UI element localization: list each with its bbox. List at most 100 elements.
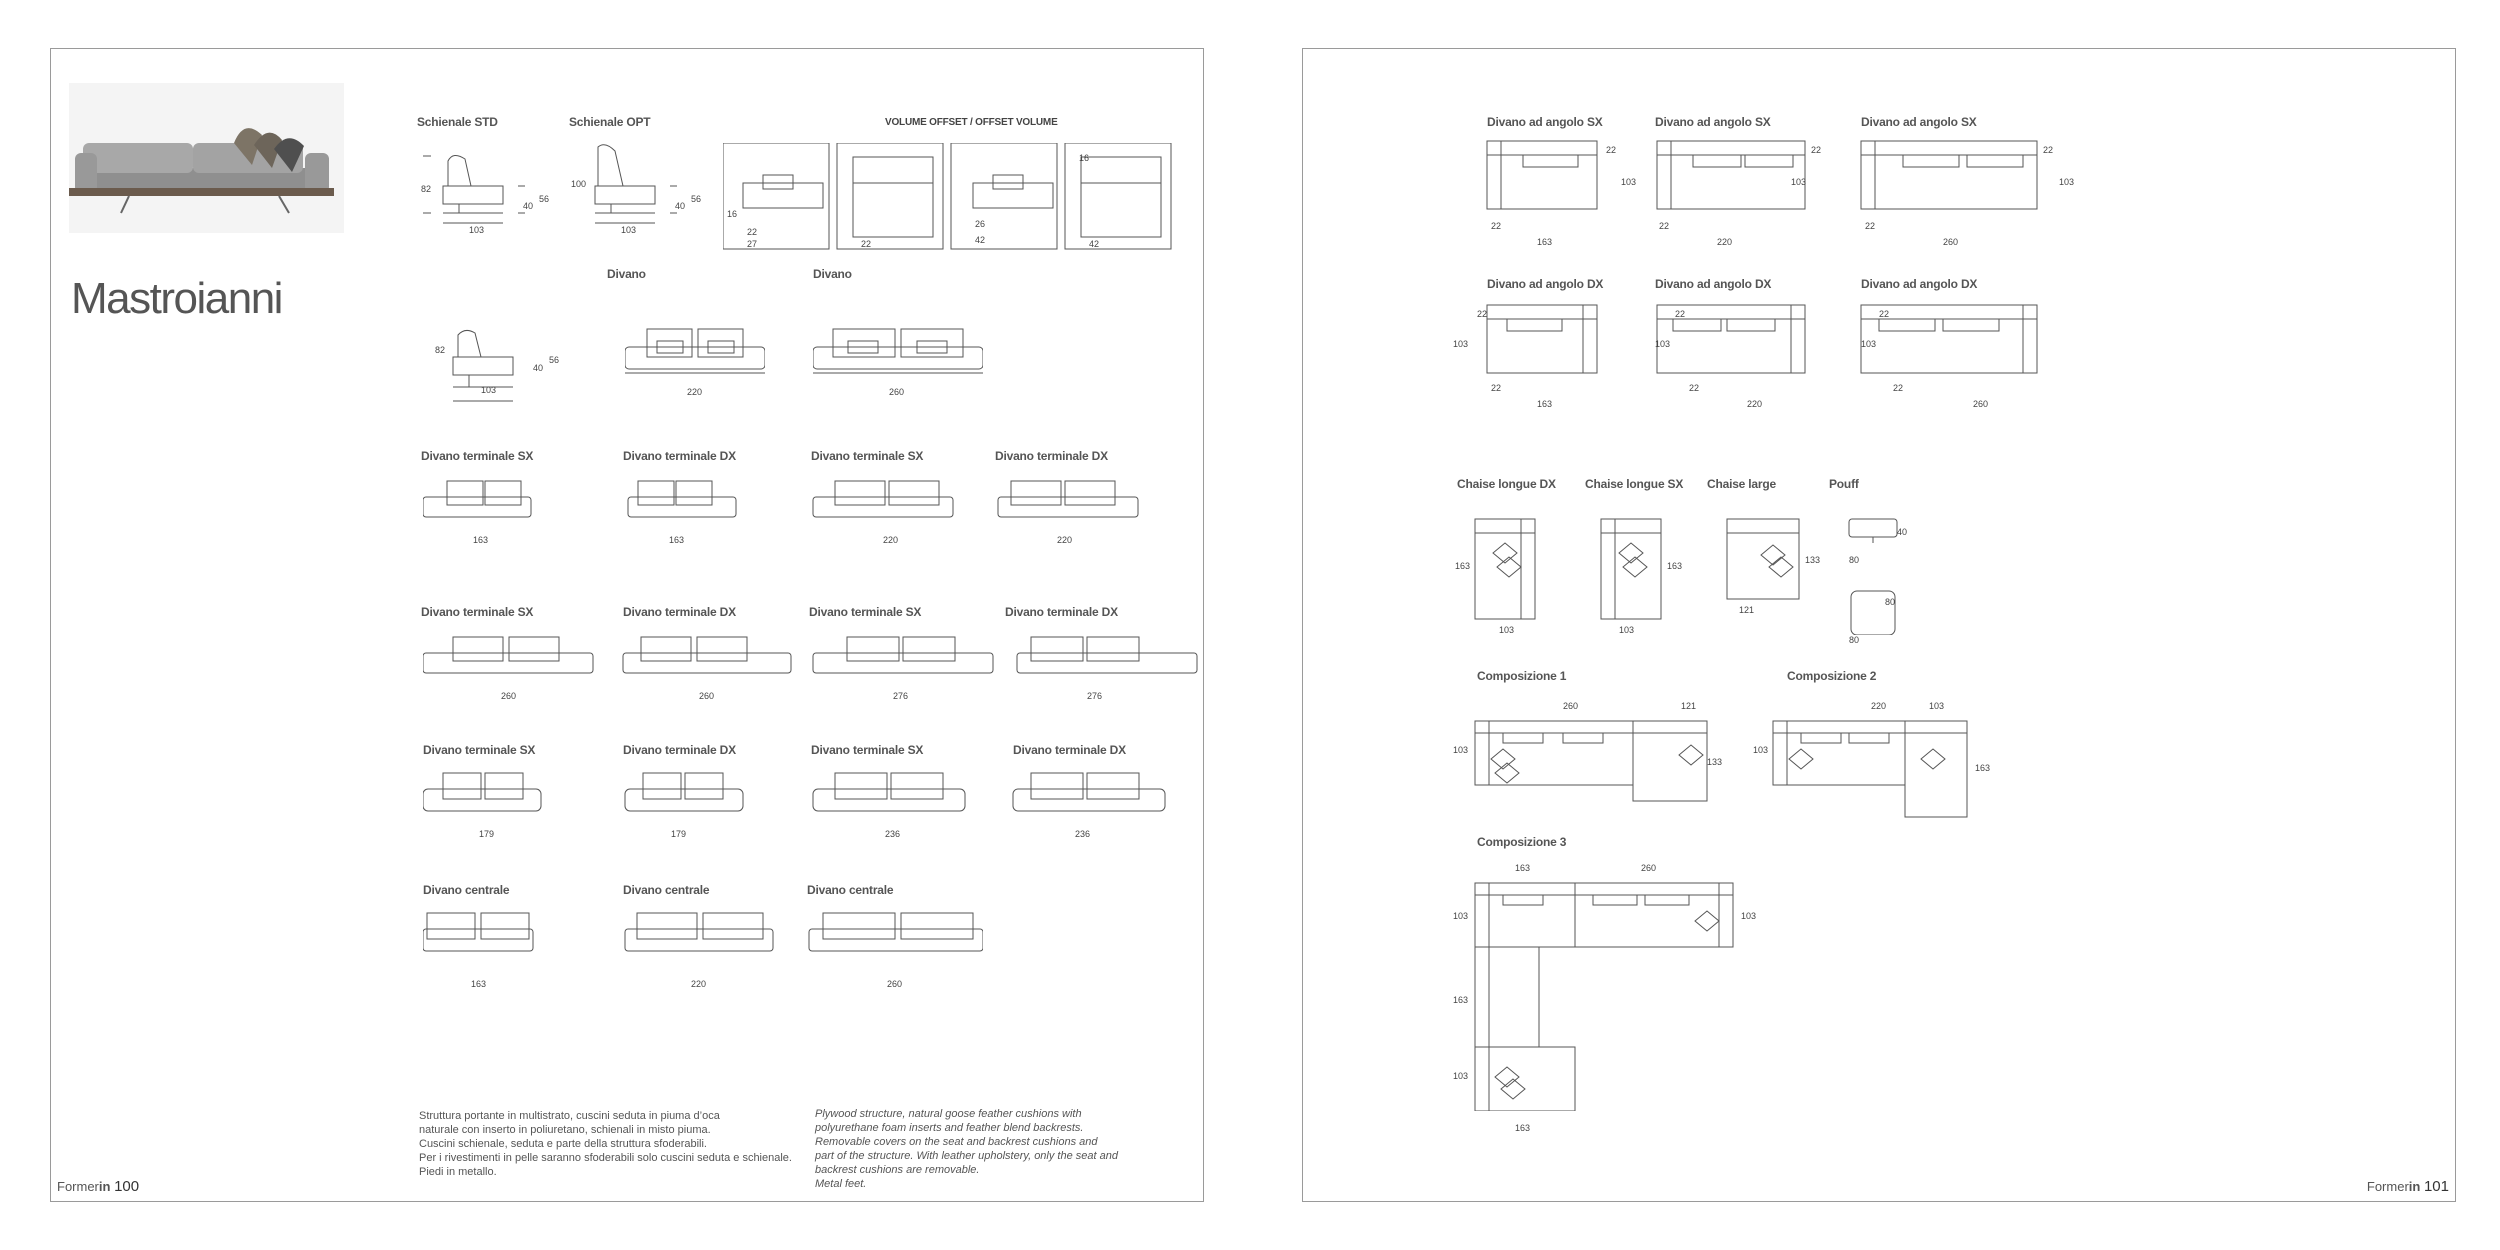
chaise-dx-depth: 163 <box>1455 561 1471 571</box>
opt-depth-dim: 103 <box>621 225 637 235</box>
angolo-sx-width-1: 163 <box>1537 237 1553 247</box>
opt-arm-dim: 56 <box>691 194 702 204</box>
comp2-drawing <box>1771 719 1981 819</box>
folio-left-number: 100 <box>114 1178 140 1195</box>
row2-label-2: Divano terminale DX <box>623 605 736 619</box>
angolo-dx-side-2: 22 <box>1689 383 1700 393</box>
volume-offset-drawings <box>723 143 1178 253</box>
vol-dim-3: 27 <box>747 239 758 249</box>
product-title: Mastroianni <box>71 274 283 324</box>
angolo-dx-label-2: Divano ad angolo DX <box>1655 277 1772 291</box>
angolo-dx-depth-3: 103 <box>1861 339 1877 349</box>
comp3-d1: 103 <box>1453 911 1469 921</box>
row1-width-2: 163 <box>669 535 685 545</box>
chaise-label-1: Chaise longue DX <box>1457 477 1556 491</box>
row3-width-2: 179 <box>671 829 687 839</box>
row2-label-3: Divano terminale SX <box>809 605 922 619</box>
comp2-depth2: 163 <box>1975 763 1991 773</box>
row1-drawings <box>423 479 1203 529</box>
chaise-pouff-drawings <box>1471 515 1951 635</box>
row2-width-4: 276 <box>1087 691 1103 701</box>
side-depth-dim: 103 <box>481 385 497 395</box>
volume-offset-title: VOLUME OFFSET / OFFSET VOLUME <box>885 117 1058 128</box>
side-view-drawing <box>423 317 563 427</box>
row4-drawings <box>423 911 983 963</box>
pouff-depth: 80 <box>1885 597 1896 607</box>
comp3-bottom: 163 <box>1515 1123 1531 1133</box>
std-seat-dim: 40 <box>523 201 534 211</box>
divano-220-drawing <box>625 325 765 385</box>
row4-label-2: Divano centrale <box>623 883 710 897</box>
angolo-dx-label-3: Divano ad angolo DX <box>1861 277 1978 291</box>
side-arm-dim: 56 <box>549 355 560 365</box>
comp3-label: Composizione 3 <box>1477 835 1567 849</box>
comp1-depth: 103 <box>1453 745 1469 755</box>
row4-width-1: 163 <box>471 979 487 989</box>
angolo-sx-side-1: 22 <box>1491 221 1502 231</box>
row1-label-3: Divano terminale SX <box>811 449 924 463</box>
side-seat-dim: 40 <box>533 363 544 373</box>
catalog-page-right: Divano ad angolo SX Divano ad angolo SX … <box>1302 48 2456 1202</box>
angolo-sx-width-3: 260 <box>1943 237 1959 247</box>
row3-label-2: Divano terminale DX <box>623 743 736 757</box>
angolo-sx-label-2: Divano ad angolo SX <box>1655 115 1771 129</box>
angolo-sx-depth-1: 103 <box>1621 177 1637 187</box>
row1-width-3: 220 <box>883 535 899 545</box>
comp2-w2: 103 <box>1929 701 1945 711</box>
chaise-large-width: 121 <box>1739 605 1755 615</box>
chaise-label-2: Chaise longue SX <box>1585 477 1684 491</box>
angolo-dx-depth-1: 103 <box>1453 339 1469 349</box>
angolo-dx-width-3: 260 <box>1973 399 1989 409</box>
angolo-sx-depth-3: 103 <box>2059 177 2075 187</box>
row1-label-2: Divano terminale DX <box>623 449 736 463</box>
description-italian: Struttura portante in multistrato, cusci… <box>419 1110 792 1178</box>
comp3-d2: 103 <box>1741 911 1757 921</box>
comp3-w1: 163 <box>1515 863 1531 873</box>
side-height-dim: 82 <box>435 345 446 355</box>
chaise-label-3: Chaise large <box>1707 477 1776 491</box>
chaise-dx-width: 103 <box>1499 625 1515 635</box>
comp1-drawing <box>1473 719 1723 809</box>
opt-height-dim: 100 <box>571 179 587 189</box>
row4-width-3: 260 <box>887 979 903 989</box>
row3-width-1: 179 <box>479 829 495 839</box>
vol-dim-1: 16 <box>727 209 738 219</box>
row1-label-1: Divano terminale SX <box>421 449 534 463</box>
comp2-w1: 220 <box>1871 701 1887 711</box>
pouff-label: Pouff <box>1829 477 1859 491</box>
divano-260-drawing <box>813 325 983 385</box>
folio-right: Formerin 101 <box>2367 1178 2449 1195</box>
divano-260-width: 260 <box>889 387 905 397</box>
chaise-large-depth: 133 <box>1805 555 1821 565</box>
description-english: Plywood structure, natural goose feather… <box>815 1108 1118 1190</box>
comp3-d4: 103 <box>1453 1071 1469 1081</box>
row2-width-1: 260 <box>501 691 517 701</box>
row4-width-2: 220 <box>691 979 707 989</box>
vol-dim-6: 42 <box>975 235 986 245</box>
std-depth-dim: 103 <box>469 225 485 235</box>
comp3-drawing <box>1473 881 1743 1111</box>
vol-dim-8: 42 <box>1089 239 1100 249</box>
row3-label-4: Divano terminale DX <box>1013 743 1126 757</box>
angolo-sx-width-2: 220 <box>1717 237 1733 247</box>
row3-drawings <box>423 771 1203 823</box>
row4-label-1: Divano centrale <box>423 883 510 897</box>
pouff-width: 80 <box>1849 555 1860 565</box>
row2-drawings <box>423 635 1203 685</box>
row3-width-4: 236 <box>1075 829 1091 839</box>
row2-label-1: Divano terminale SX <box>421 605 534 619</box>
sofa-photo-illustration <box>69 83 344 233</box>
row2-width-2: 260 <box>699 691 715 701</box>
vol-dim-5: 26 <box>975 219 986 229</box>
angolo-sx-side-3: 22 <box>1865 221 1876 231</box>
angolo-sx-arm-3: 22 <box>2043 145 2054 155</box>
pouff-height: 40 <box>1897 527 1908 537</box>
vol-dim-7: 16 <box>1079 153 1090 163</box>
angolo-sx-label-3: Divano ad angolo SX <box>1861 115 1977 129</box>
angolo-sx-side-2: 22 <box>1659 221 1670 231</box>
angolo-sx-drawings <box>1483 137 2083 217</box>
angolo-dx-arm-1: 22 <box>1477 309 1488 319</box>
folio-left-brand: Former <box>57 1179 99 1194</box>
folio-left-in: in <box>98 1179 111 1194</box>
comp3-d3: 163 <box>1453 995 1469 1005</box>
